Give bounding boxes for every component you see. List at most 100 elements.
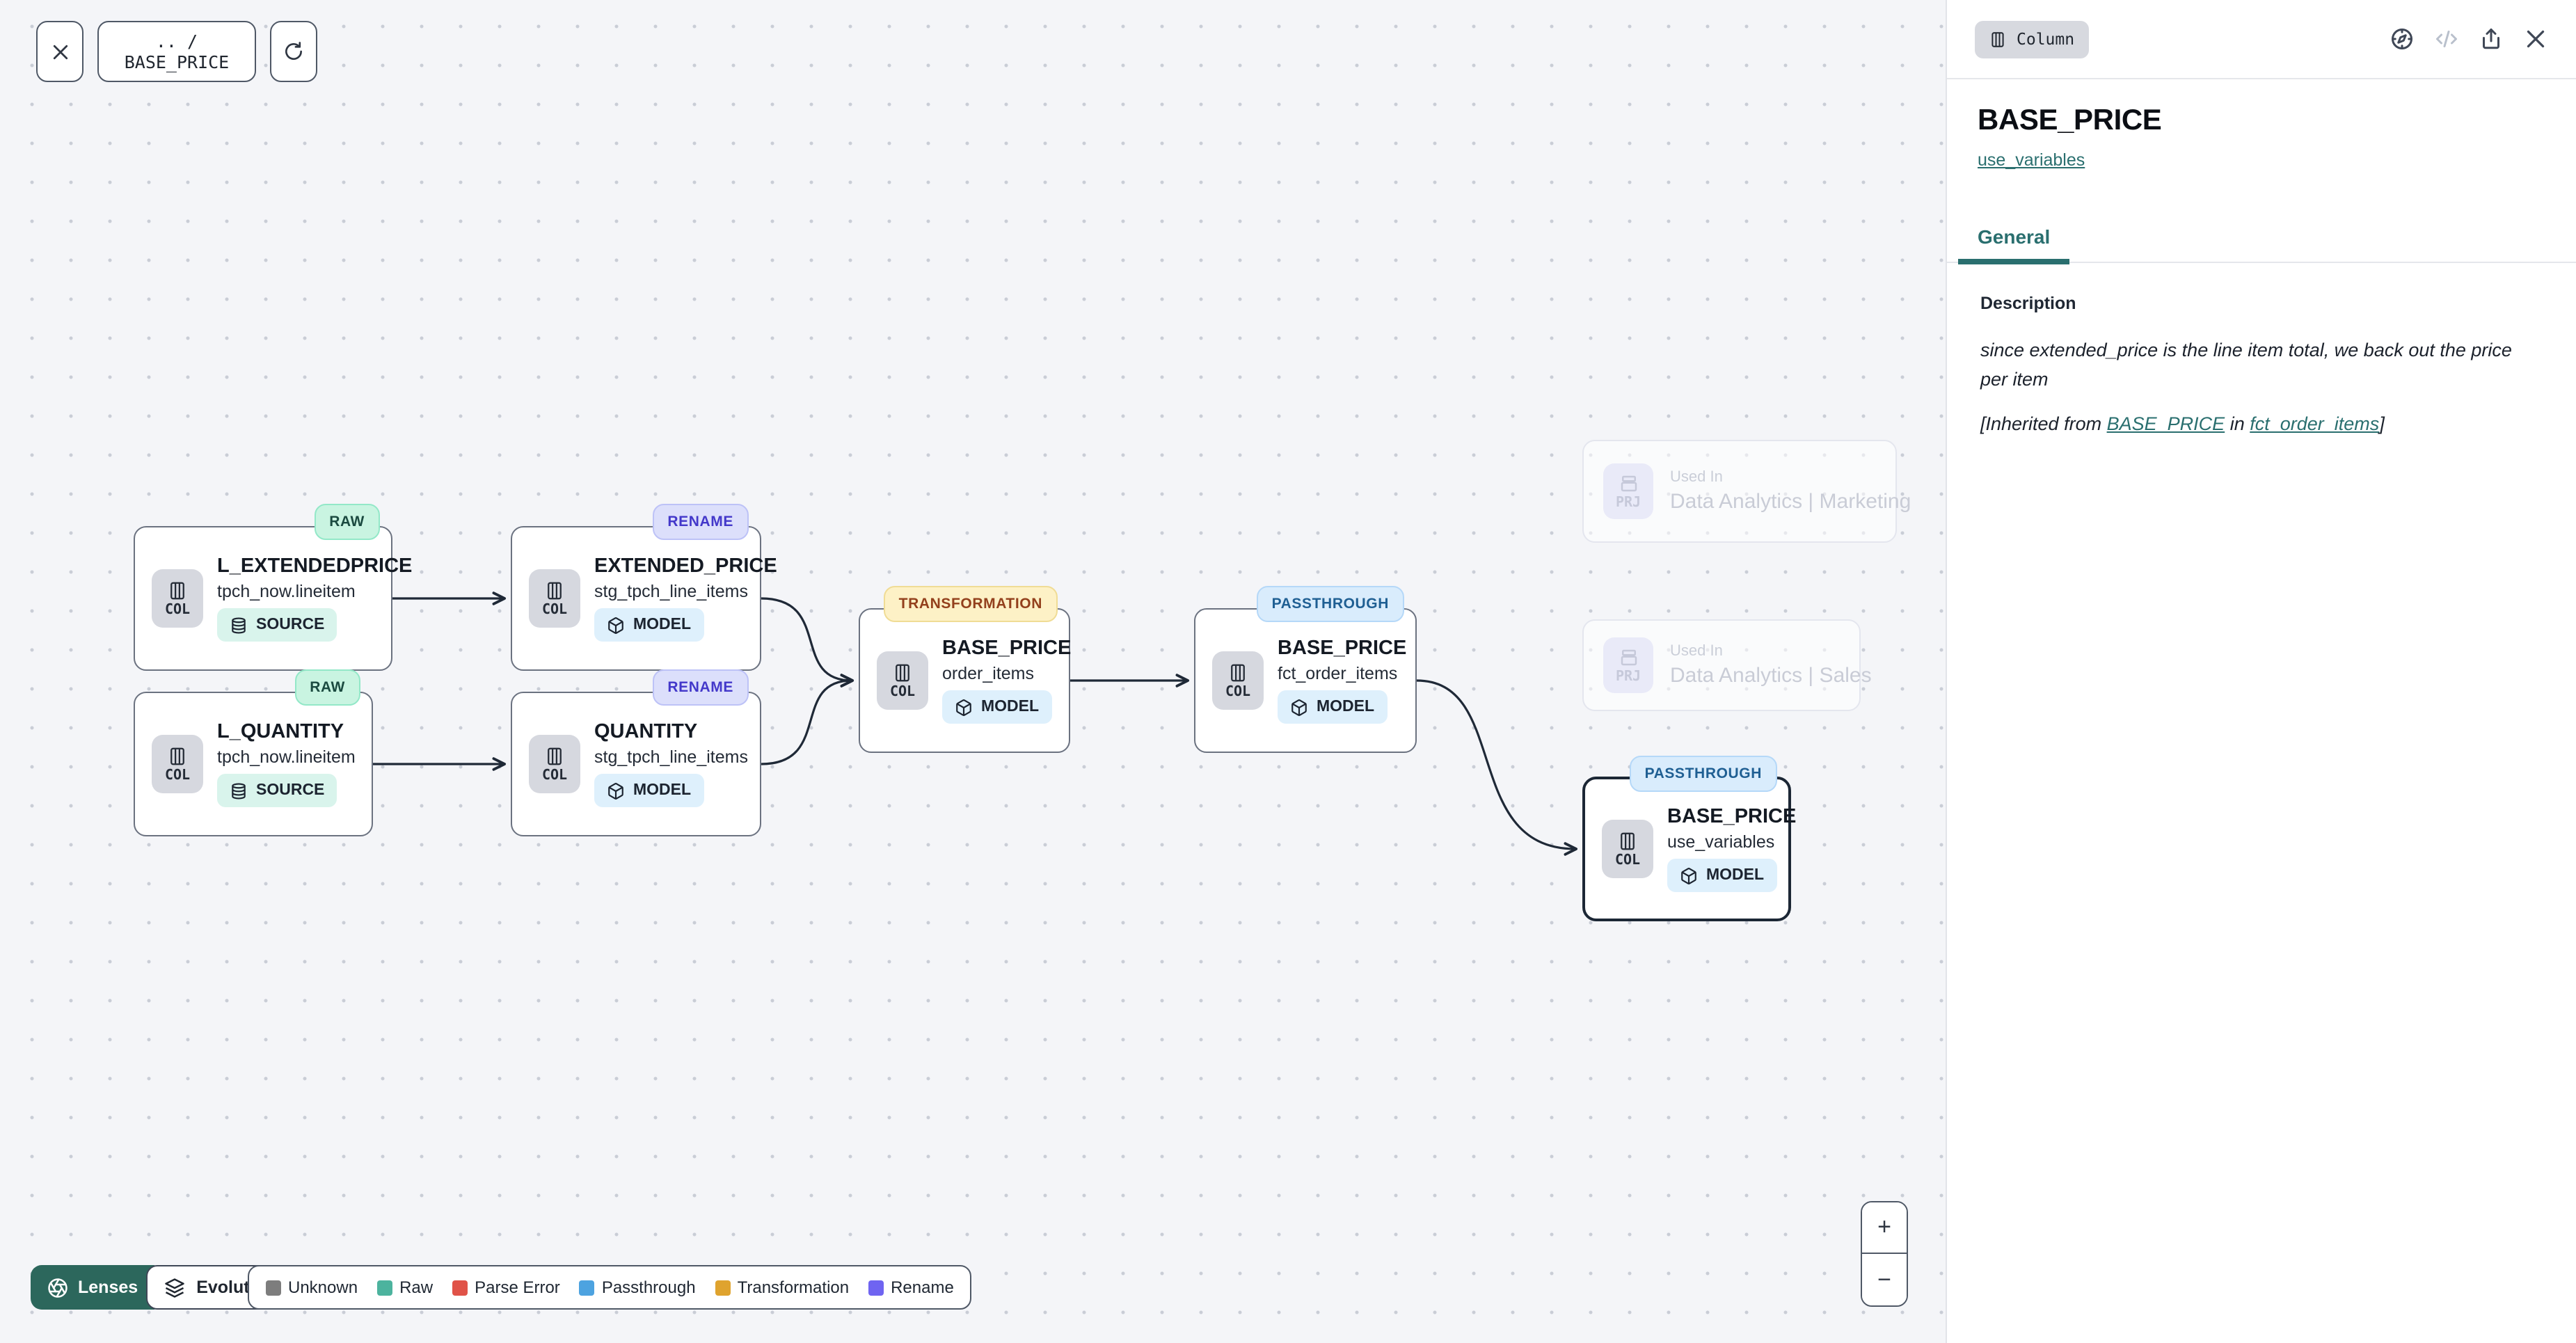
lineage-node-base-price-fct-order-items[interactable]: PASSTHROUGH COL BASE_PRICE fct_order_ite…: [1194, 586, 1417, 753]
columns-icon: [1621, 832, 1635, 850]
column-chip: COL: [877, 651, 928, 710]
lineage-canvas[interactable]: .. / BASE_PRICE PRJ Used In Data Analyti…: [0, 0, 1946, 1343]
node-title: L_QUANTITY: [217, 721, 344, 743]
refresh-icon: [285, 42, 302, 60]
node-subtitle: use_variables: [1667, 832, 1775, 852]
panel-actions: [2390, 26, 2548, 51]
breadcrumb[interactable]: .. / BASE_PRICE: [97, 21, 256, 82]
asset-badge: MODEL: [1278, 690, 1388, 724]
cube-icon: [1291, 699, 1307, 715]
legend-swatch: [266, 1280, 281, 1295]
legend-item-rename: Rename: [868, 1278, 954, 1297]
lineage-type-badge: RENAME: [652, 669, 749, 706]
lineage-node-base-price-order-items[interactable]: TRANSFORMATION COL BASE_PRICE order_item…: [859, 586, 1072, 753]
project-name: Data Analytics | Marketing: [1670, 490, 1911, 514]
cube-icon: [956, 699, 971, 715]
asset-badge: MODEL: [942, 690, 1052, 724]
description-heading: Description: [1980, 294, 2076, 313]
used-in-node-sales[interactable]: PRJ Used In Data Analytics | Sales: [1582, 619, 1872, 711]
legend-swatch: [868, 1280, 884, 1295]
zoom-in-button[interactable]: +: [1862, 1202, 1907, 1254]
aperture-icon: [48, 1278, 67, 1297]
column-chip: COL: [152, 569, 203, 628]
inherited-model-link[interactable]: fct_order_items: [2250, 413, 2380, 434]
asset-badge: SOURCE: [217, 774, 337, 807]
lineage-node-l-quantity[interactable]: RAW COL L_QUANTITY tpch_now.lineitem SOU…: [134, 669, 373, 836]
layers-icon: [165, 1278, 184, 1297]
tab-general[interactable]: General: [1958, 214, 2070, 264]
legend-swatch: [579, 1280, 595, 1295]
entity-type-badge: Column: [1975, 20, 2089, 58]
node-title: EXTENDED_PRICE: [594, 555, 777, 578]
legend-swatch: [452, 1280, 468, 1295]
asset-badge: MODEL: [1667, 859, 1777, 892]
panel-tabs: General: [1947, 214, 2576, 264]
legend-swatch: [377, 1280, 393, 1295]
columns-icon: [170, 581, 184, 599]
legend-item-parse-error: Parse Error: [452, 1278, 560, 1297]
node-subtitle: tpch_now.lineitem: [217, 747, 356, 767]
lineage-type-badge: PASSTHROUGH: [1629, 756, 1777, 792]
column-chip: COL: [1212, 651, 1264, 710]
compass-icon: [2392, 29, 2412, 49]
close-icon: [52, 44, 67, 59]
legend-item-passthrough: Passthrough: [579, 1278, 696, 1297]
project-chip: PRJ: [1603, 463, 1653, 519]
description-text: since extended_price is the line item to…: [1980, 340, 2512, 390]
lineage-type-badge: RAW: [294, 669, 360, 706]
asset-badge: SOURCE: [217, 608, 337, 642]
zoom-controls: + −: [1861, 1201, 1908, 1307]
used-in-label: Used In: [1670, 643, 1723, 660]
node-title: L_EXTENDEDPRICE: [217, 555, 413, 578]
zoom-out-button[interactable]: −: [1862, 1254, 1907, 1305]
project-chip: PRJ: [1603, 637, 1653, 693]
node-subtitle: stg_tpch_line_items: [594, 582, 748, 601]
columns-icon: [896, 663, 909, 681]
lineage-node-quantity[interactable]: RENAME COL QUANTITY stg_tpch_line_items …: [511, 669, 761, 836]
asset-badge: MODEL: [594, 774, 704, 807]
share-button[interactable]: [2479, 26, 2504, 51]
inherited-column-link[interactable]: BASE_PRICE: [2106, 413, 2225, 434]
edge: [1416, 679, 1578, 856]
breadcrumb-label: .. / BASE_PRICE: [124, 31, 230, 72]
column-chip: COL: [529, 569, 580, 628]
node-subtitle: order_items: [942, 664, 1034, 683]
node-title: BASE_PRICE: [1667, 806, 1797, 828]
close-panel-button[interactable]: [2523, 26, 2548, 51]
cube-icon: [608, 617, 623, 633]
refresh-button[interactable]: [270, 21, 317, 82]
legend-item-raw: Raw: [377, 1278, 433, 1297]
panel-header: Column: [1947, 0, 2576, 79]
lineage-type-badge: RAW: [314, 504, 380, 540]
detail-panel: Column BASE_PRICE use_variables: [1946, 0, 2576, 1343]
edge: [761, 674, 854, 765]
share-icon: [2483, 29, 2499, 49]
description-section: Description since extended_price is the …: [1947, 263, 2576, 434]
parent-model-link[interactable]: use_variables: [1978, 150, 2085, 170]
close-lineage-button[interactable]: [36, 21, 84, 82]
lineage-node-extended-price[interactable]: RENAME COL EXTENDED_PRICE stg_tpch_line_…: [511, 504, 777, 671]
view-code-button[interactable]: [2434, 26, 2459, 51]
lineage-type-badge: PASSTHROUGH: [1256, 586, 1404, 622]
node-title: BASE_PRICE: [942, 637, 1072, 660]
project-icon: [1620, 649, 1637, 665]
lenses-button[interactable]: Lenses: [31, 1265, 155, 1310]
asset-badge: MODEL: [594, 608, 704, 642]
columns-icon: [548, 581, 562, 599]
lineage-node-l-extendedprice[interactable]: RAW COL L_EXTENDEDPRICE tpch_now.lineite…: [134, 504, 412, 671]
lineage-type-badge: TRANSFORMATION: [883, 586, 1058, 622]
used-in-node-marketing[interactable]: PRJ Used In Data Analytics | Marketing: [1582, 440, 1911, 543]
column-chip: COL: [152, 735, 203, 793]
edge: [761, 597, 854, 688]
database-icon: [232, 617, 246, 633]
inherited-note: [Inherited from BASE_PRICE in fct_order_…: [1980, 413, 2385, 434]
columns-icon: [548, 747, 562, 765]
code-icon: [2436, 31, 2457, 47]
lineage-node-base-price-use-variables[interactable]: PASSTHROUGH COL BASE_PRICE use_variables…: [1582, 756, 1796, 921]
project-icon: [1620, 475, 1637, 491]
close-icon: [2527, 30, 2545, 48]
legend-item-unknown: Unknown: [266, 1278, 358, 1297]
explore-button[interactable]: [2390, 26, 2415, 51]
column-chip: COL: [529, 735, 580, 793]
